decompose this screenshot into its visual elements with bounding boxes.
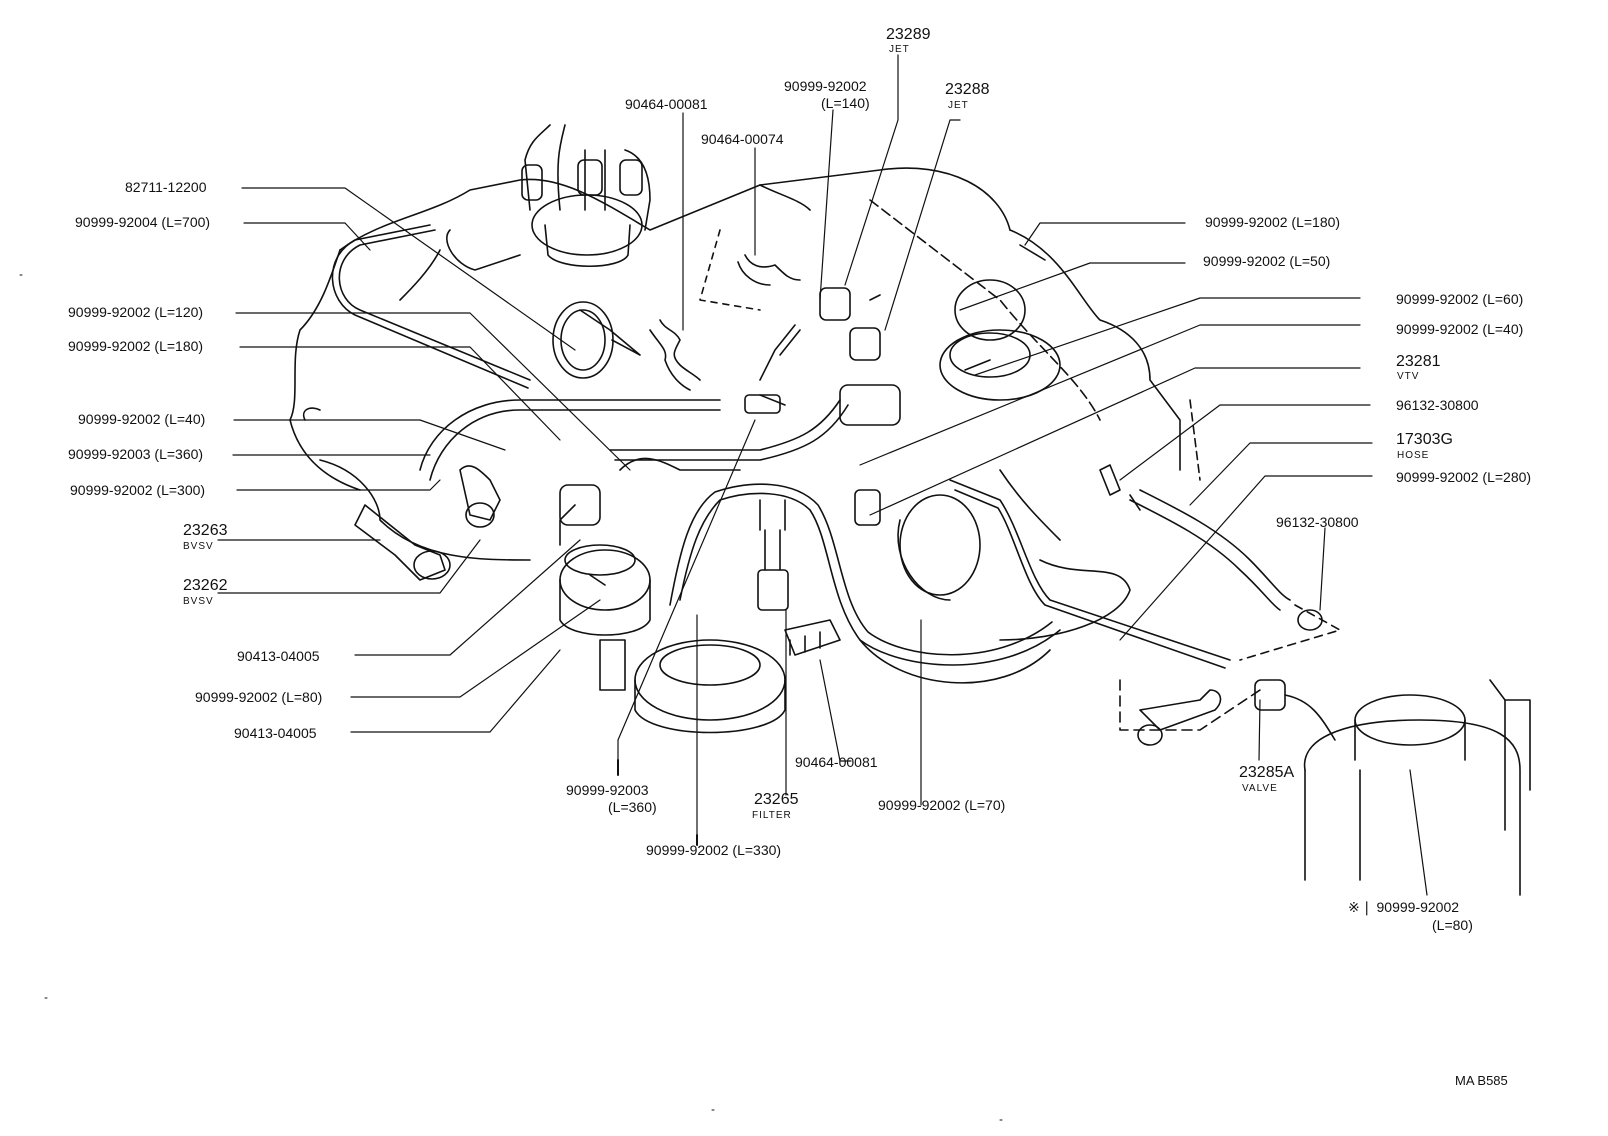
label-90464-00074: 90464-00074 bbox=[701, 131, 784, 147]
label-90999-360-bottom: 90999-92003 bbox=[566, 782, 649, 798]
label-90464-00081-bottom: 90464-00081 bbox=[795, 754, 878, 770]
label-23263-sub: BVSV bbox=[183, 541, 214, 552]
engine-outline bbox=[289, 167, 1201, 641]
label-23289-sub: JET bbox=[889, 44, 910, 55]
label-23265: 23265 bbox=[754, 791, 799, 808]
label-96132-30800-b: 96132-30800 bbox=[1276, 514, 1359, 530]
label-90999-80-right-len: (L=80) bbox=[1432, 917, 1473, 933]
label-90999-50: 90999-92002 (L=50) bbox=[1203, 253, 1331, 269]
label-23288: 23288 bbox=[945, 81, 990, 98]
canister-assembly bbox=[1099, 464, 1531, 896]
label-90999-80-left: 90999-92002 (L=80) bbox=[195, 689, 323, 705]
label-23289: 23289 bbox=[886, 26, 931, 43]
label-90999-140: 90999-92002 bbox=[784, 78, 867, 94]
label-17303G-sub: HOSE bbox=[1397, 450, 1430, 461]
hose-clamp bbox=[552, 301, 641, 379]
label-90999-80-right: ※ ❘ 90999-92002 bbox=[1348, 899, 1460, 915]
label-96132-30800-a: 96132-30800 bbox=[1396, 397, 1479, 413]
arrow-ticks bbox=[617, 759, 698, 846]
label-90999-180-left: 90999-92002 (L=180) bbox=[68, 338, 204, 354]
label-90999-70: 90999-92002 (L=70) bbox=[878, 797, 1006, 813]
label-23281: 23281 bbox=[1396, 353, 1441, 370]
hose-pieces bbox=[559, 244, 1141, 586]
bvsv-sensors bbox=[302, 407, 501, 581]
label-23263: 23263 bbox=[183, 522, 228, 539]
air-intake-assembly bbox=[446, 124, 651, 271]
label-90999-40-right: 90999-92002 (L=40) bbox=[1396, 321, 1524, 337]
label-90999-140b: (L=140) bbox=[821, 95, 870, 111]
label-90999-120: 90999-92002 (L=120) bbox=[68, 304, 204, 320]
label-23288-sub: JET bbox=[948, 100, 969, 111]
drawing-reference-code: MA B585 bbox=[1455, 1073, 1508, 1088]
label-90999-330: 90999-92002 (L=330) bbox=[646, 842, 782, 858]
vacuum-hoses bbox=[331, 224, 1291, 684]
label-90999-180-right: 90999-92002 (L=180) bbox=[1205, 214, 1341, 230]
label-23281-sub: VTV bbox=[1397, 371, 1420, 382]
label-90999-280: 90999-92002 (L=280) bbox=[1396, 469, 1532, 485]
label-90999-360-left: 90999-92003 (L=360) bbox=[68, 446, 204, 462]
hose-clips bbox=[649, 254, 801, 391]
stray-marks bbox=[19, 274, 1003, 1121]
leader-lines bbox=[217, 54, 1428, 896]
label-17303G: 17303G bbox=[1396, 431, 1453, 448]
label-90999-700: 90999-92004 (L=700) bbox=[75, 214, 211, 230]
label-23285A: 23285A bbox=[1239, 764, 1295, 781]
label-90999-40-left: 90999-92002 (L=40) bbox=[78, 411, 206, 427]
label-23262: 23262 bbox=[183, 577, 228, 594]
label-23265-sub: FILTER bbox=[752, 810, 792, 821]
label-90413-04005-b: 90413-04005 bbox=[234, 725, 317, 741]
label-23262-sub: BVSV bbox=[183, 596, 214, 607]
label-90999-60: 90999-92002 (L=60) bbox=[1396, 291, 1524, 307]
label-23285A-sub: VALVE bbox=[1242, 783, 1278, 794]
label-82711-12200: 82711-12200 bbox=[125, 179, 207, 195]
label-90413-04005-a: 90413-04005 bbox=[237, 648, 320, 664]
label-90999-360-bottom-len: (L=360) bbox=[608, 799, 657, 815]
components bbox=[559, 279, 1061, 734]
label-90999-300: 90999-92002 (L=300) bbox=[70, 482, 206, 498]
label-90464-00081-top: 90464-00081 bbox=[625, 96, 708, 112]
